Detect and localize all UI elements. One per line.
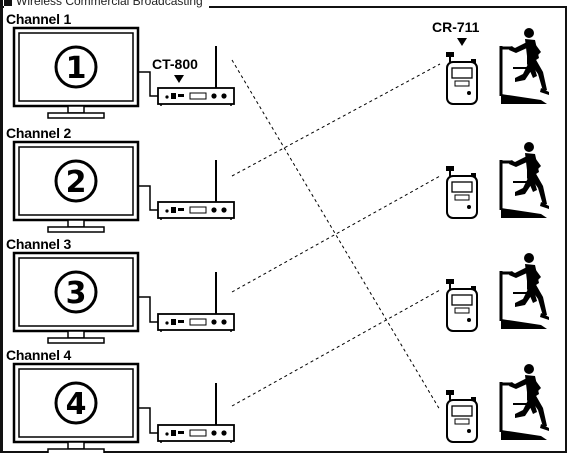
audio-cable-3 [138,296,160,323]
channel-4-label: Channel 4 [6,347,72,363]
receiver-2 [445,165,478,219]
transmitter-3 [157,271,235,333]
audio-cable-1 [138,71,160,97]
frame-border [0,451,567,453]
receiver-model-label: CR-711 [432,19,480,35]
receiver-4 [445,389,478,443]
frame-border [565,6,567,453]
diagram-title: Wireless Commercial Broadcasting [4,0,209,8]
runner-on-treadmill-2 [499,140,551,220]
transmitter-model-label: CT-800 [152,56,198,72]
channel-2-label: Channel 2 [6,125,72,141]
wireless-link-ch1 [231,59,441,411]
runner-on-treadmill-1 [499,26,551,106]
channel-3-number: 3 [66,276,87,311]
transmitter-4 [157,382,235,444]
channel-2-number: 2 [66,165,87,200]
transmitter-2 [157,159,235,221]
channel-4-number: 4 [66,387,87,422]
audio-cable-2 [138,185,160,211]
transmitter-pointer-arrow [174,75,184,83]
audio-cable-4 [138,407,160,434]
transmitter-1 [157,45,235,107]
wireless-link-ch3 [231,175,441,293]
runner-on-treadmill-3 [499,251,551,331]
wireless-link-ch4 [231,289,441,407]
runner-on-treadmill-4 [499,362,551,442]
bullet-icon [4,0,12,6]
wireless-link-ch2 [231,63,441,177]
channel-3-label: Channel 3 [6,236,72,252]
receiver-3 [445,278,478,332]
frame-border [0,0,3,453]
diagram-title-text: Wireless Commercial Broadcasting [16,0,203,8]
receiver-1 [445,51,478,105]
channel-1-number: 1 [66,51,87,86]
channel-1-label: Channel 1 [6,11,72,27]
receiver-pointer-arrow [457,38,467,46]
frame-border [0,6,567,8]
